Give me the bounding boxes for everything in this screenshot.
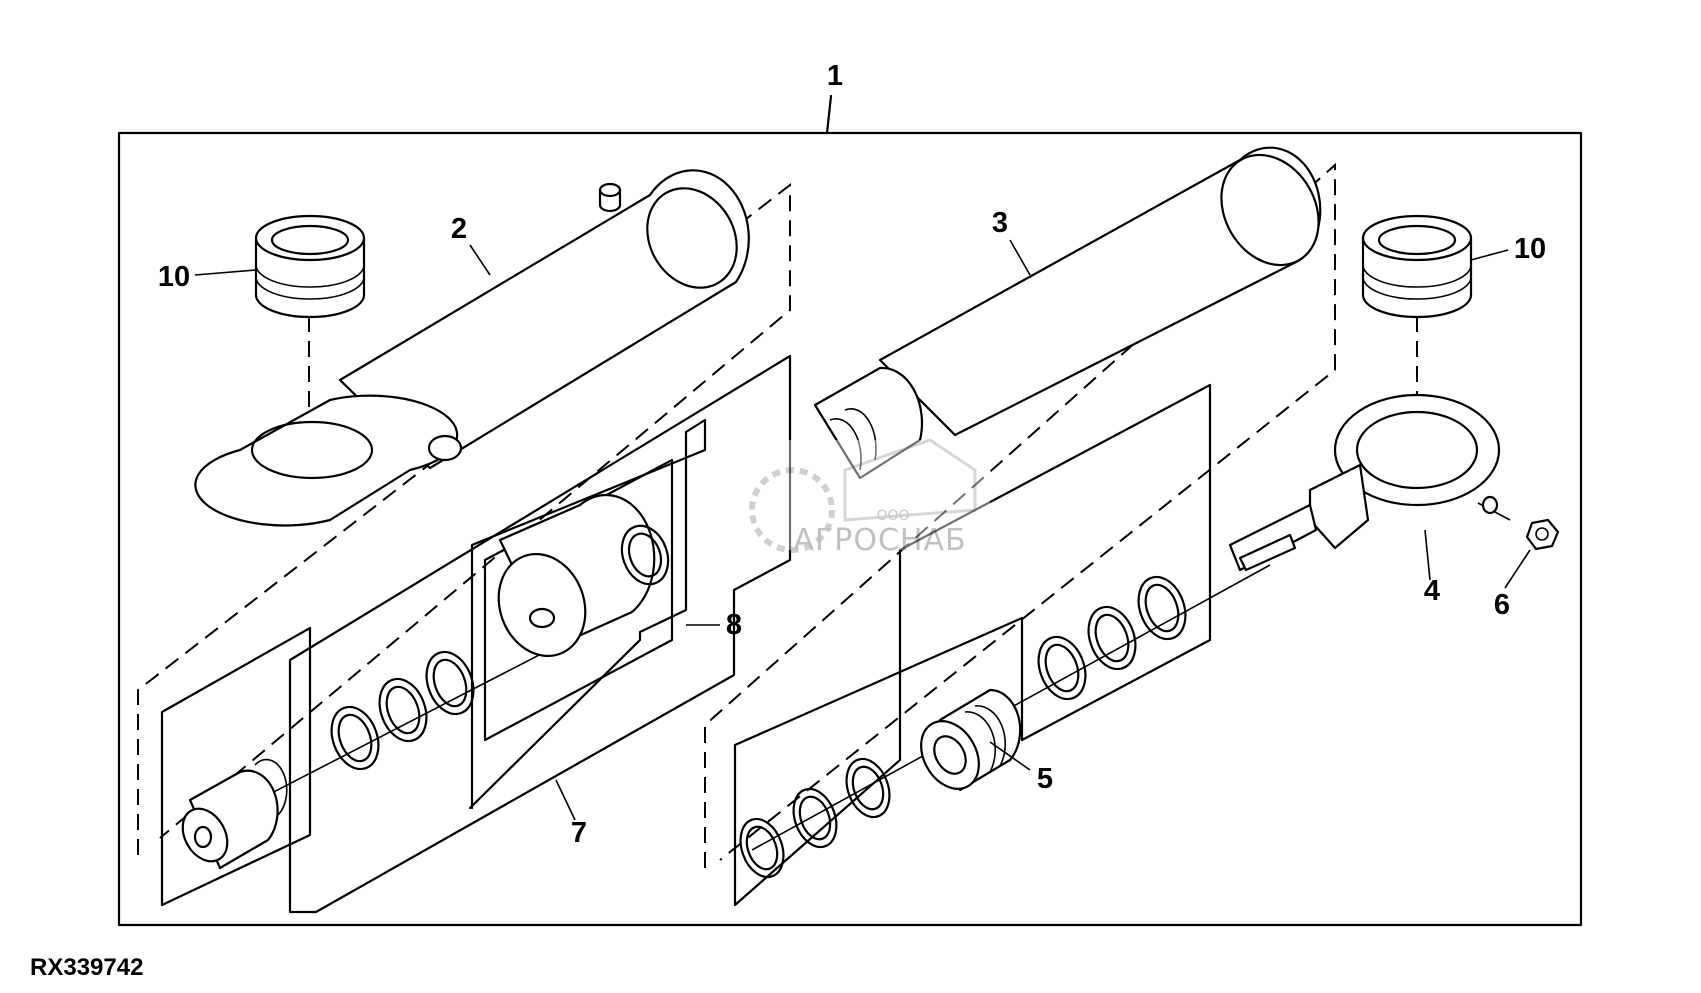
gland-orings-lower — [739, 757, 891, 879]
watermark-ooo: ООО — [876, 508, 909, 524]
seal-kit-outline — [288, 354, 792, 914]
piston-kit-outline — [468, 418, 707, 810]
end-cap — [181, 758, 288, 870]
rod-eye — [1228, 393, 1501, 572]
callout-10-right: 10 — [1514, 233, 1546, 265]
piston-rod — [813, 146, 1322, 480]
callout-10-left: 10 — [158, 261, 190, 293]
seal-kit-orings — [330, 650, 475, 771]
piston-seal — [620, 524, 670, 586]
watermark-logo: ООО АГРОСНАБ — [749, 438, 990, 558]
callout-4: 4 — [1424, 575, 1440, 607]
piston — [497, 493, 656, 658]
bushing-right — [1361, 214, 1473, 319]
figure-code: RX339742 — [30, 954, 143, 981]
right-envelope-dashed — [704, 162, 1336, 868]
callout-3: 3 — [992, 207, 1008, 239]
bushing-left — [254, 214, 366, 319]
left-envelope-dashed — [137, 182, 791, 855]
callout-8: 8 — [726, 609, 742, 641]
gland-orings-upper — [1037, 575, 1187, 701]
assembly-frame — [117, 131, 1583, 927]
callout-7: 7 — [571, 817, 587, 849]
nut — [1525, 518, 1560, 551]
callout-6: 6 — [1494, 589, 1510, 621]
callout-5: 5 — [1037, 763, 1053, 795]
callout-2: 2 — [451, 213, 467, 245]
cylinder-barrel — [194, 169, 750, 527]
gland — [920, 688, 1022, 792]
callout-1: 1 — [827, 60, 843, 92]
watermark-name: АГРОСНАБ — [793, 523, 966, 558]
